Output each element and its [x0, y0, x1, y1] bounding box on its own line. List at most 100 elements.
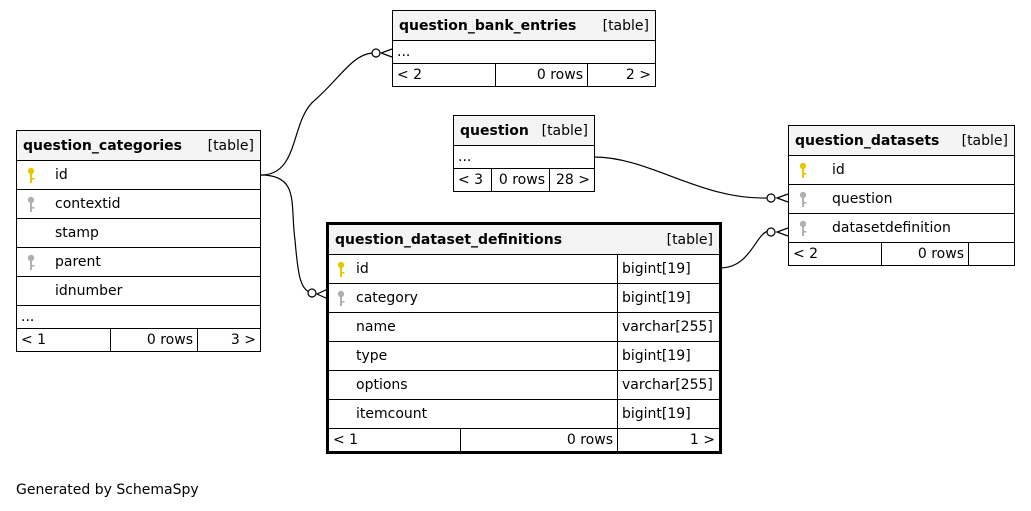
- table-header: question_categories [table]: [17, 131, 260, 160]
- parents-link[interactable]: < 3: [458, 172, 484, 188]
- children-link[interactable]: 1 >: [617, 429, 719, 451]
- table-name[interactable]: question_bank_entries: [399, 17, 577, 34]
- more-columns-ellipsis: ...: [458, 149, 472, 165]
- table-question-categories[interactable]: question_categories [table] id contextid…: [16, 130, 261, 352]
- table-type-tag: [table]: [602, 17, 649, 34]
- crowfoot-definitions-category: [315, 288, 329, 300]
- column-name: stamp: [55, 225, 99, 241]
- column-name: id: [356, 261, 369, 277]
- crowfoot-bank-entries: [379, 48, 393, 58]
- edge-categories-dataset-definitions[interactable]: [260, 174, 313, 294]
- parents-link[interactable]: < 1: [21, 332, 47, 348]
- generated-by-label: Generated by SchemaSpy: [16, 482, 199, 498]
- column-row[interactable]: id bigint[19]: [329, 254, 719, 283]
- children-link[interactable]: 2 >: [587, 64, 655, 86]
- column-row[interactable]: options varchar[255]: [329, 370, 719, 399]
- table-question[interactable]: question [table] ... < 3 0 rows 28 >: [453, 115, 595, 192]
- row-count: 0 rows: [460, 429, 617, 451]
- crowfoot-circle-datasets-question: [766, 193, 776, 203]
- column-row[interactable]: stamp: [17, 218, 260, 247]
- parents-link[interactable]: < 2: [793, 246, 819, 262]
- table-question-dataset-definitions[interactable]: question_dataset_definitions [table] id …: [326, 222, 722, 454]
- primary-key-icon: [27, 167, 35, 183]
- foreign-key-icon: [337, 290, 345, 306]
- table-footer: < 2 0 rows: [789, 242, 1014, 265]
- table-type-tag: [table]: [666, 231, 713, 248]
- column-name: parent: [55, 254, 101, 270]
- parents-link[interactable]: < 2: [397, 67, 423, 83]
- crowfoot-circle-datasets-definition: [766, 227, 776, 237]
- table-question-datasets[interactable]: question_datasets [table] id question da…: [788, 125, 1015, 266]
- edge-categories-bank-entries[interactable]: [260, 52, 373, 176]
- column-row[interactable]: type bigint[19]: [329, 341, 719, 370]
- column-row[interactable]: category bigint[19]: [329, 283, 719, 312]
- more-columns-ellipsis: ...: [21, 309, 35, 325]
- more-columns-row: ...: [17, 305, 260, 328]
- children-link[interactable]: 3 >: [197, 329, 260, 351]
- table-header: question_bank_entries [table]: [393, 11, 655, 40]
- edge-question-datasets[interactable]: [593, 156, 769, 199]
- table-question-bank-entries[interactable]: question_bank_entries [table] ... < 2 0 …: [392, 10, 656, 87]
- column-row[interactable]: contextid: [17, 189, 260, 218]
- parents-link[interactable]: < 1: [333, 432, 359, 448]
- table-name[interactable]: question: [460, 122, 529, 139]
- edge-definitions-datasets[interactable]: [719, 230, 769, 269]
- more-columns-ellipsis: ...: [397, 44, 411, 60]
- table-header: question_dataset_definitions [table]: [329, 225, 719, 254]
- column-row[interactable]: parent: [17, 247, 260, 276]
- table-name[interactable]: question_datasets: [795, 132, 940, 149]
- column-name: category: [356, 290, 418, 306]
- column-name: datasetdefinition: [832, 220, 951, 236]
- table-type-tag: [table]: [207, 137, 254, 154]
- more-columns-row: ...: [393, 40, 655, 63]
- column-name: itemcount: [356, 406, 428, 422]
- column-type: bigint[19]: [617, 400, 719, 428]
- column-name: idnumber: [55, 283, 123, 299]
- column-row[interactable]: itemcount bigint[19]: [329, 399, 719, 428]
- children-link[interactable]: 28 >: [549, 169, 594, 191]
- primary-key-icon: [337, 261, 345, 277]
- column-row[interactable]: datasetdefinition: [789, 213, 1014, 242]
- foreign-key-icon: [27, 254, 35, 270]
- table-footer: < 3 0 rows 28 >: [454, 168, 594, 191]
- foreign-key-icon: [799, 191, 807, 207]
- crowfoot-circle-definitions-category: [307, 288, 317, 298]
- column-row[interactable]: id: [789, 155, 1014, 184]
- table-footer: < 1 0 rows 3 >: [17, 328, 260, 351]
- crowfoot-datasets-definition: [775, 227, 789, 237]
- more-columns-row: ...: [454, 145, 594, 168]
- table-type-tag: [table]: [541, 122, 588, 139]
- column-type: varchar[255]: [617, 371, 719, 399]
- table-header: question [table]: [454, 116, 594, 145]
- primary-key-icon: [799, 162, 807, 178]
- column-name: options: [356, 377, 408, 393]
- column-name: question: [832, 191, 893, 207]
- column-name: type: [356, 348, 388, 364]
- column-name: name: [356, 319, 396, 335]
- column-row[interactable]: question: [789, 184, 1014, 213]
- table-name[interactable]: question_dataset_definitions: [335, 231, 563, 248]
- foreign-key-icon: [799, 220, 807, 236]
- column-row[interactable]: id: [17, 160, 260, 189]
- row-count: 0 rows: [495, 64, 587, 86]
- table-footer: < 1 0 rows 1 >: [329, 428, 719, 451]
- crowfoot-circle-bank-entries: [371, 48, 381, 58]
- column-name: contextid: [55, 196, 121, 212]
- row-count: 0 rows: [110, 329, 197, 351]
- row-count: 0 rows: [491, 169, 549, 191]
- row-count: 0 rows: [881, 243, 968, 265]
- column-name: id: [55, 167, 68, 183]
- column-name: id: [832, 162, 845, 178]
- column-row[interactable]: idnumber: [17, 276, 260, 305]
- column-row[interactable]: name varchar[255]: [329, 312, 719, 341]
- children-link[interactable]: [968, 243, 1014, 265]
- table-footer: < 2 0 rows 2 >: [393, 63, 655, 86]
- column-type: varchar[255]: [617, 313, 719, 341]
- crowfoot-datasets-question: [775, 193, 789, 203]
- table-name[interactable]: question_categories: [23, 137, 182, 154]
- table-type-tag: [table]: [961, 132, 1008, 149]
- column-type: bigint[19]: [617, 342, 719, 370]
- table-header: question_datasets [table]: [789, 126, 1014, 155]
- column-type: bigint[19]: [617, 255, 719, 283]
